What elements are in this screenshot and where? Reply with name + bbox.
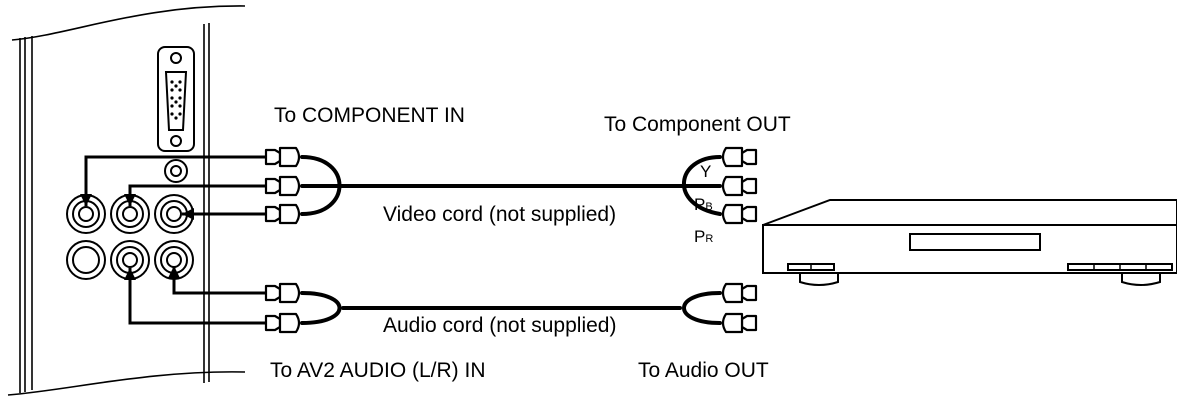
audio-cord — [264, 282, 758, 334]
vga-port-icon — [157, 46, 195, 152]
video-cord-label: Video cord (not supplied) — [383, 203, 616, 226]
pr-signal-main: P — [694, 227, 705, 246]
av2-audio-in-label: To AV2 AUDIO (L/R) IN — [270, 359, 486, 382]
pb-signal-main: P — [694, 195, 705, 214]
pb-signal-label: PB — [694, 195, 713, 214]
video-cord — [264, 146, 758, 225]
y-signal-label: Y — [700, 162, 711, 181]
small-jack-icon — [164, 159, 188, 183]
lead-arrowheads — [80, 194, 194, 280]
dvd-player-icon — [762, 199, 1177, 286]
audio-cord-label: Audio cord (not supplied) — [383, 314, 616, 337]
tv-rear-panel — [7, 5, 246, 396]
component-jacks — [66, 194, 194, 234]
component-out-label: To Component OUT — [604, 113, 791, 136]
pb-signal-sub: B — [705, 201, 712, 213]
audio-out-label: To Audio OUT — [638, 359, 769, 382]
component-in-label: To COMPONENT IN — [274, 104, 465, 127]
pr-signal-label: PR — [694, 227, 713, 246]
pr-signal-sub: R — [705, 233, 713, 245]
